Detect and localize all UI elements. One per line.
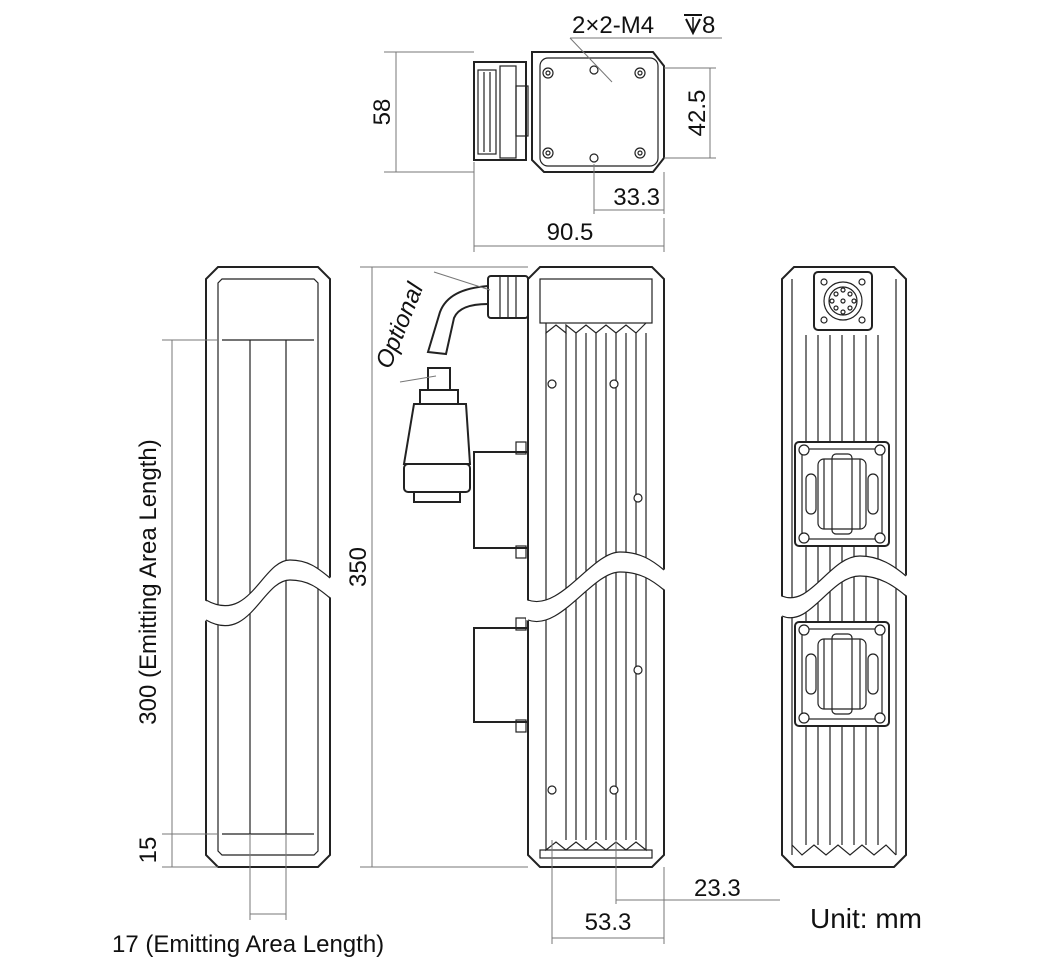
dim-300-label: 300 (Emitting Area Length): [135, 439, 162, 725]
unit-label: Unit: mm: [810, 903, 922, 934]
dim-17-label: 17 (Emitting Area Length): [112, 931, 384, 958]
thread-depth-label: 8: [702, 12, 715, 39]
optional-label: Optional: [371, 279, 430, 373]
dim-350-label: 350: [345, 547, 372, 587]
dim-33-3-label: 33.3: [613, 184, 660, 211]
dim-53-3-label: 53.3: [585, 909, 632, 936]
top-view: [384, 37, 722, 252]
side-view: [360, 266, 780, 944]
back-view: [780, 266, 910, 868]
counterbore-depth-icon: [684, 14, 702, 36]
dim-42-5-label: 42.5: [684, 90, 711, 137]
dim-15-label: 15: [135, 837, 162, 864]
dim-90-5-label: 90.5: [547, 219, 594, 246]
thread-spec-label: 2×2-M4: [572, 12, 654, 39]
dim-23-3-label: 23.3: [694, 875, 741, 902]
dim-58-label: 58: [369, 99, 396, 126]
emitting-face-view: [162, 266, 334, 920]
